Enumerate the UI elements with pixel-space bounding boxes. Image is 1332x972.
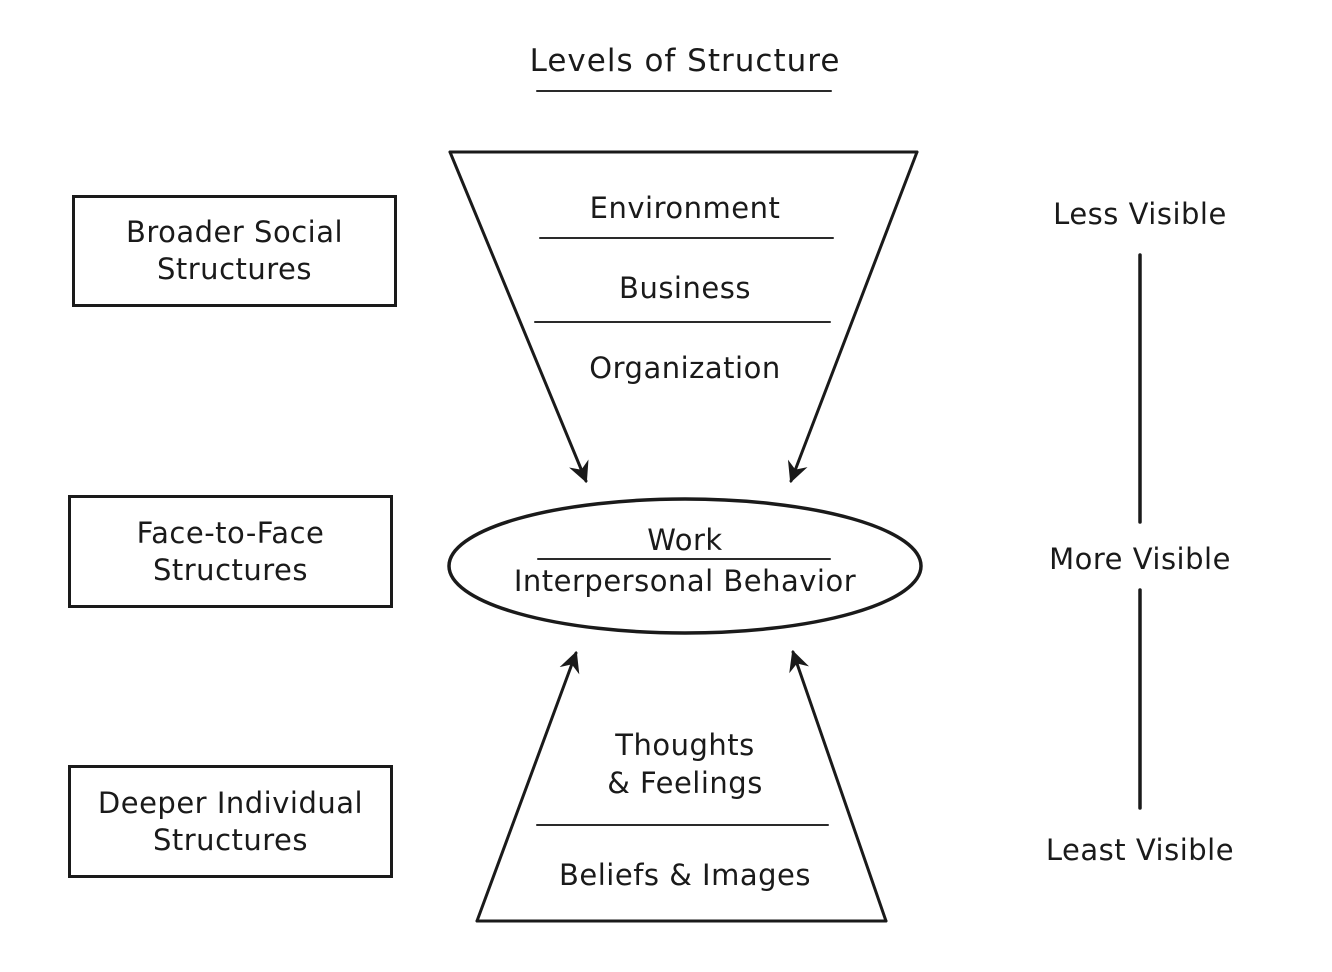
top-funnel-left-arrow <box>448 150 589 483</box>
level-environment: Environment <box>589 191 781 225</box>
bottom-funnel-shape <box>475 650 888 923</box>
ellipse-interpersonal-behavior-label: Interpersonal Behavior <box>513 564 857 598</box>
box-broader-social-structures: Broader Social Structures <box>72 195 397 307</box>
box-face-to-face-structures: Face-to-Face Structures <box>68 495 393 608</box>
level-organization: Organization <box>589 351 781 385</box>
level-business: Business <box>619 271 751 305</box>
bottom-funnel-left-arrow <box>475 651 580 923</box>
top-funnel-right-arrow <box>787 150 919 483</box>
bottom-funnel-right-arrow <box>789 650 888 923</box>
work-interpersonal-ellipse <box>447 497 923 635</box>
box-deeper-individual-label: Deeper Individual Structures <box>97 785 364 857</box>
box-face-to-face-label: Face-to-Face Structures <box>136 515 325 587</box>
box-broader-social-label: Broader Social Structures <box>125 215 344 286</box>
top-funnel-shape <box>448 150 919 483</box>
visibility-more-label: More Visible <box>1049 542 1231 576</box>
box-deeper-individual-structures: Deeper Individual Structures <box>68 765 393 878</box>
visibility-less-label: Less Visible <box>1053 197 1227 231</box>
page-title: Levels of Structure <box>529 43 841 79</box>
visibility-least-label: Least Visible <box>1045 833 1235 867</box>
level-thoughts-feelings: Thoughts & Feelings <box>607 728 763 800</box>
level-beliefs-images: Beliefs & Images <box>559 858 811 892</box>
ellipse-work-label: Work <box>647 523 723 557</box>
